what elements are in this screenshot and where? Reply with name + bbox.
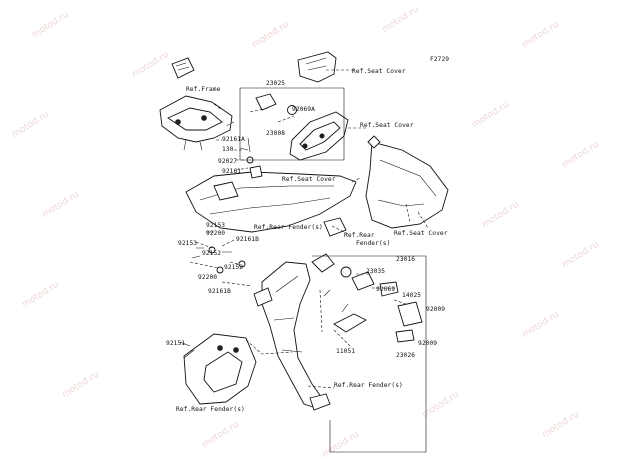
part-number: 92151 <box>166 340 186 347</box>
part-number: 92153 <box>206 222 226 229</box>
license-light-drawing <box>311 253 423 343</box>
part-number: 92069A <box>292 106 315 113</box>
part-number: 92153 <box>178 240 198 247</box>
part-number: 92027 <box>218 158 238 165</box>
ref-seat-cover-label: Ref.Seat Cover <box>282 176 336 183</box>
part-number: 92161B <box>236 236 259 243</box>
seat-cover-right-drawing <box>365 135 449 229</box>
part-number: 92161 <box>222 168 242 175</box>
part-number: 92200 <box>198 274 218 281</box>
part-number: 23016 <box>396 256 416 263</box>
ref-rear-fender-label: Ref.Rear Fender(s) <box>176 406 245 413</box>
part-number: 92161B <box>208 288 231 295</box>
part-number: 23026 <box>396 352 416 359</box>
ref-seat-cover-label: Ref.Seat Cover <box>394 230 448 237</box>
part-number: 92009 <box>426 306 446 313</box>
seat-cover-top-drawing <box>297 51 337 83</box>
ref-frame-label: Ref.Frame <box>186 86 221 93</box>
part-number: 92152 <box>224 264 244 271</box>
inner-fender-flap-drawing <box>183 333 257 405</box>
part-number: 92069 <box>376 286 396 293</box>
ref-rear-fender-label: Ref.Rear <box>344 232 375 239</box>
part-number: 130 <box>222 146 234 153</box>
callout-box-lines <box>189 69 429 453</box>
part-number: 11051 <box>336 348 356 355</box>
part-number: 14025 <box>402 292 422 299</box>
part-number: 92161A <box>222 136 245 143</box>
part-number: 23025 <box>266 80 286 87</box>
diagram-code: F2729 <box>430 56 450 63</box>
front-arrow-icon <box>171 57 195 79</box>
part-number: 92152 <box>202 250 222 257</box>
part-number: 23035 <box>366 268 386 275</box>
ref-seat-cover-label: Ref.Seat Cover <box>352 68 406 75</box>
ref-rear-fender-label: Ref.Rear Fender(s) <box>254 224 323 231</box>
ref-rear-fender-label: Ref.Rear Fender(s) <box>334 382 403 389</box>
rear-fender-tray-drawing <box>185 171 357 237</box>
frame-drawing <box>159 95 233 151</box>
license-bracket-drawing <box>253 261 331 411</box>
part-number: 92200 <box>206 230 226 237</box>
ref-seat-cover-label: Ref.Seat Cover <box>360 122 414 129</box>
part-number: 92009 <box>418 340 438 347</box>
ref-rear-fender-label: Fender(s) <box>356 240 391 247</box>
tail-light-drawing <box>255 93 349 161</box>
part-number: 23008 <box>266 130 286 137</box>
